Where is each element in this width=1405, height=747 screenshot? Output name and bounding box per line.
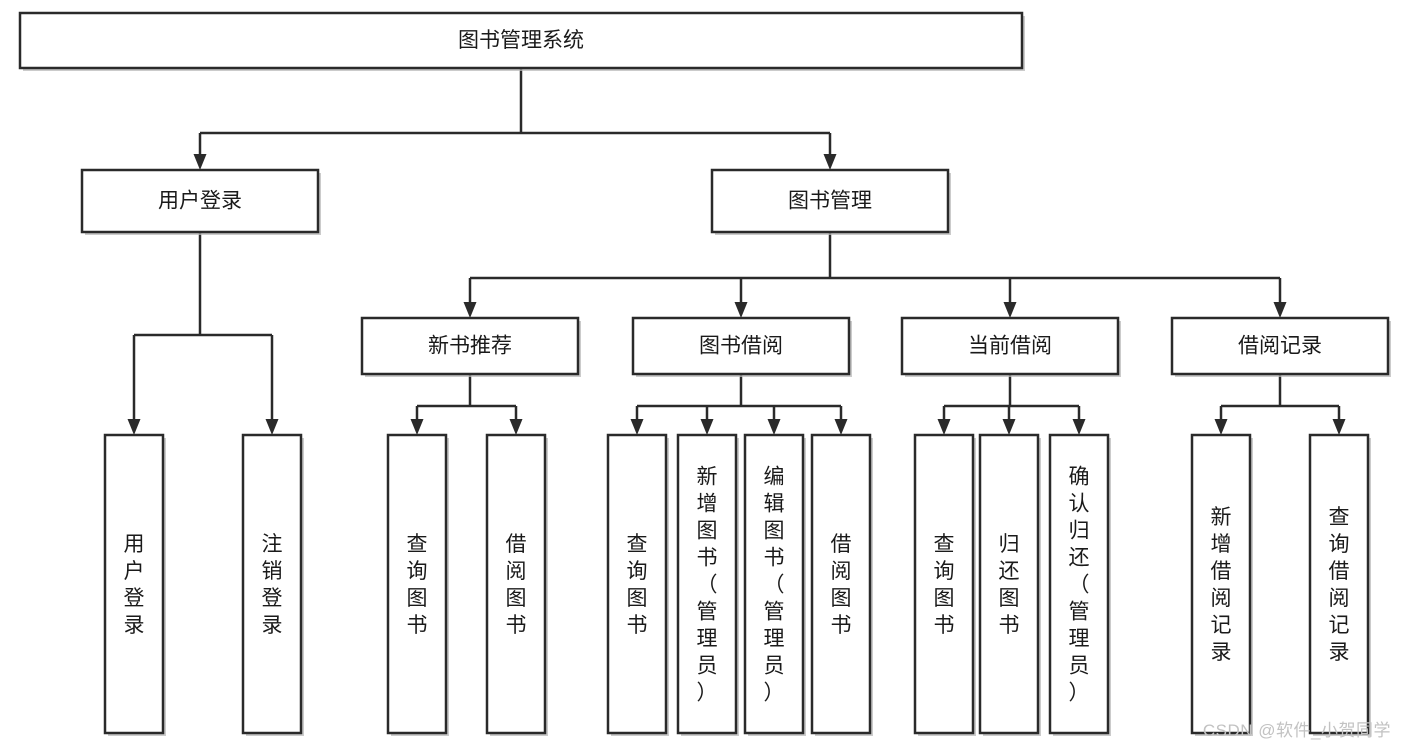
node-leaf-query-record[interactable]: 查询借阅记录: [1308, 433, 1371, 736]
arrow-head-icon: [734, 302, 748, 318]
node-leaf-add-book[interactable]: 新增图书（管理员）: [676, 433, 739, 736]
node-label: 新书推荐: [428, 335, 512, 358]
node-label: 借阅图书: [506, 533, 527, 637]
node-leaf-edit-book[interactable]: 编辑图书（管理员）: [743, 433, 806, 736]
node-rect[interactable]: [80, 168, 320, 234]
node-book-manage[interactable]: 图书管理: [710, 168, 951, 235]
node-current-borrow[interactable]: 当前借阅: [900, 316, 1121, 377]
arrow-head-icon: [127, 419, 141, 435]
node-label: 查询借阅记录: [1329, 506, 1350, 664]
node-label: 注销登录: [262, 533, 283, 637]
arrow-head-icon: [1332, 419, 1346, 435]
node-label: 用户登录: [124, 533, 145, 637]
node-rect[interactable]: [631, 316, 851, 376]
node-leaf-query-book-2[interactable]: 查询图书: [606, 433, 669, 736]
node-label: 编辑图书（管理员）: [764, 466, 785, 705]
node-rect[interactable]: [913, 433, 975, 735]
arrow-head-icon: [1214, 419, 1228, 435]
node-layer: 图书管理系统用户登录图书管理新书推荐图书借阅当前借阅借阅记录用户登录注销登录查询…: [18, 11, 1391, 736]
arrow-head-icon: [834, 419, 848, 435]
node-leaf-confirm-return[interactable]: 确认归还（管理员）: [1048, 433, 1111, 736]
node-leaf-user-login[interactable]: 用户登录: [103, 433, 166, 736]
node-rect[interactable]: [1190, 433, 1252, 735]
node-leaf-add-record[interactable]: 新增借阅记录: [1190, 433, 1253, 736]
node-rect[interactable]: [485, 433, 547, 735]
node-rect[interactable]: [743, 433, 805, 735]
node-borrow-record[interactable]: 借阅记录: [1170, 316, 1391, 377]
arrow-head-icon: [767, 419, 781, 435]
arrow-head-icon: [1003, 302, 1017, 318]
arrow-head-icon: [410, 419, 424, 435]
connector-layer: [127, 68, 1346, 435]
node-label: 查询图书: [627, 533, 648, 637]
node-rect[interactable]: [810, 433, 872, 735]
node-root-system[interactable]: 图书管理系统: [18, 11, 1025, 71]
node-leaf-query-book-1[interactable]: 查询图书: [386, 433, 449, 736]
node-rect[interactable]: [241, 433, 303, 735]
node-leaf-user-logout[interactable]: 注销登录: [241, 433, 304, 736]
arrow-head-icon: [1002, 419, 1016, 435]
arrow-head-icon: [700, 419, 714, 435]
node-rect[interactable]: [710, 168, 950, 234]
node-rect[interactable]: [360, 316, 580, 376]
node-rect[interactable]: [900, 316, 1120, 376]
node-leaf-borrow-book-2[interactable]: 借阅图书: [810, 433, 873, 736]
node-label: 确认归还（管理员）: [1069, 466, 1090, 705]
node-label: 借阅图书: [831, 533, 852, 637]
node-label: 借阅记录: [1238, 335, 1322, 358]
node-rect[interactable]: [1170, 316, 1390, 376]
node-leaf-query-book-3[interactable]: 查询图书: [913, 433, 976, 736]
node-rect[interactable]: [1048, 433, 1110, 735]
node-label: 查询图书: [934, 533, 955, 637]
node-label: 归还图书: [999, 533, 1020, 637]
arrow-head-icon: [265, 419, 279, 435]
node-rect[interactable]: [103, 433, 165, 735]
arrow-head-icon: [463, 302, 477, 318]
node-rect[interactable]: [676, 433, 738, 735]
node-label: 图书管理: [788, 190, 872, 213]
node-label: 查询图书: [407, 533, 428, 637]
node-label: 新增图书（管理员）: [697, 466, 718, 705]
node-rect[interactable]: [1308, 433, 1370, 735]
node-label: 新增借阅记录: [1211, 506, 1232, 664]
node-label: 用户登录: [158, 190, 242, 213]
node-user-login[interactable]: 用户登录: [80, 168, 321, 235]
node-rect[interactable]: [386, 433, 448, 735]
node-label: 图书借阅: [699, 335, 783, 358]
node-rect[interactable]: [606, 433, 668, 735]
arrow-head-icon: [937, 419, 951, 435]
node-new-book-recommend[interactable]: 新书推荐: [360, 316, 581, 377]
arrow-head-icon: [823, 154, 837, 170]
node-rect[interactable]: [978, 433, 1040, 735]
node-leaf-return-book[interactable]: 归还图书: [978, 433, 1041, 736]
node-label: 当前借阅: [968, 335, 1052, 358]
node-label: 图书管理系统: [458, 29, 584, 52]
arrow-head-icon: [630, 419, 644, 435]
node-leaf-borrow-book-1[interactable]: 借阅图书: [485, 433, 548, 736]
arrow-head-icon: [1273, 302, 1287, 318]
node-rect[interactable]: [18, 11, 1024, 70]
arrow-head-icon: [509, 419, 523, 435]
arrow-head-icon: [193, 154, 207, 170]
node-book-borrow[interactable]: 图书借阅: [631, 316, 852, 377]
arrow-head-icon: [1072, 419, 1086, 435]
